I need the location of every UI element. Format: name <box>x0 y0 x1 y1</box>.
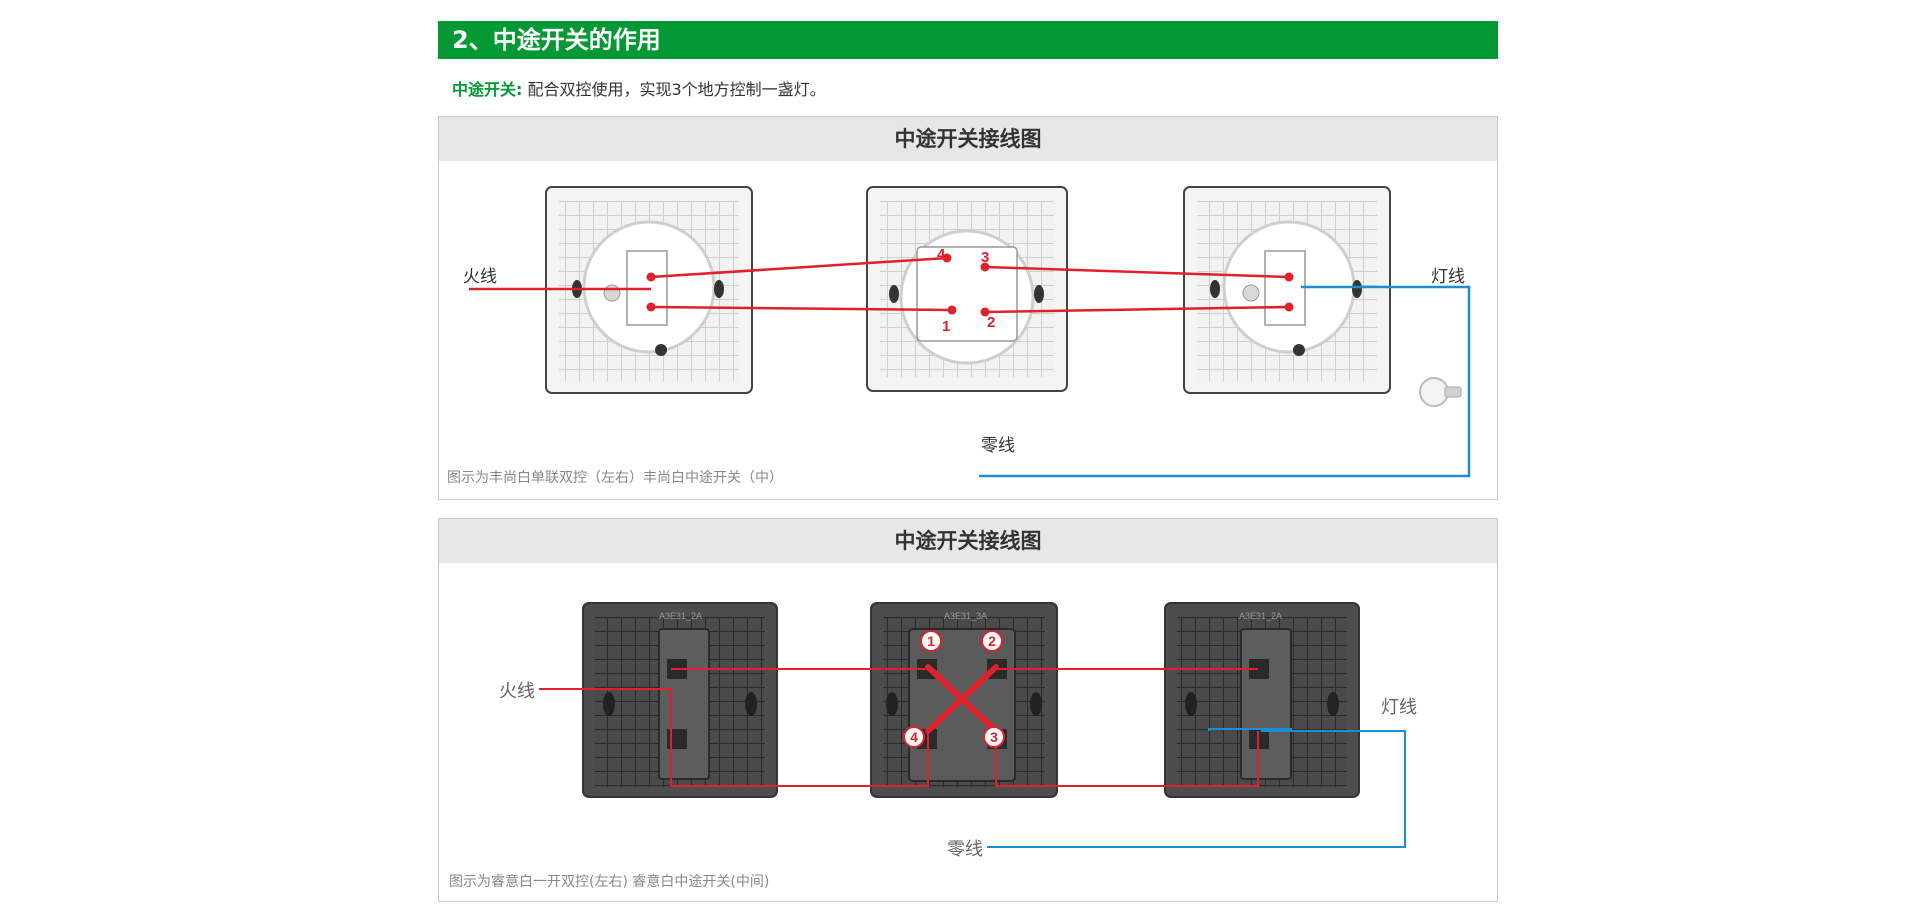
bulb-icon <box>1419 377 1462 407</box>
switch-left: A3E31_2A <box>582 602 778 798</box>
panel-title: 中途开关接线图 <box>439 117 1497 161</box>
terminal-number: 4 <box>910 729 918 745</box>
lamp-wire-label: 灯线 <box>1431 267 1465 287</box>
lamp-neutral-wires <box>987 728 1406 848</box>
intro-description: 配合双控使用，实现3个地方控制一盏灯。 <box>527 80 826 99</box>
model-label: A3E31_3A <box>944 611 987 621</box>
wiring-diagram-dark: A3E31_2A A3E31_3A A3E31_2A <box>539 602 1406 848</box>
terminal-dots <box>646 253 1294 317</box>
intro-text: 中途开关: 配合双控使用，实现3个地方控制一盏灯。 <box>452 76 826 100</box>
wiring-diagram-panel-white: 中途开关接线图 <box>438 116 1498 500</box>
terminal-number: 1 <box>942 318 950 335</box>
terminal-numbers: 4 3 1 2 <box>937 246 995 335</box>
wiring-diagram-panel-dark: 中途开关接线图 A3E31_2A <box>438 518 1498 902</box>
live-wire-label: 火线 <box>499 681 535 702</box>
switch-right: A3E31_2A <box>1164 602 1360 798</box>
panel-caption: 图示为丰尚白单联双控（左右）丰尚白中途开关（中） <box>447 470 783 486</box>
terminal-number: 2 <box>987 314 995 331</box>
live-wires <box>469 256 1290 314</box>
lamp-neutral-wires <box>979 285 1471 478</box>
panel-title: 中途开关接线图 <box>439 519 1497 563</box>
model-label: A3E31_2A <box>659 611 702 621</box>
switch-right <box>1183 186 1391 394</box>
section-title: 2、中途开关的作用 <box>438 21 1498 59</box>
terminal-number: 2 <box>988 633 996 649</box>
terminal-number: 1 <box>927 633 935 649</box>
terminal-number: 3 <box>990 729 998 745</box>
intro-keyword: 中途开关: <box>452 80 523 99</box>
panel-caption: 图示为睿意白一开双控(左右) 睿意白中途开关(中间) <box>449 874 770 890</box>
model-label: A3E31_2A <box>1239 611 1282 621</box>
terminal-badges: 1 2 4 3 <box>903 630 1005 748</box>
cross-wires <box>925 664 999 734</box>
live-wire-label: 火线 <box>463 267 497 287</box>
terminal-number: 3 <box>981 249 989 266</box>
neutral-wire-label: 零线 <box>981 436 1015 456</box>
terminal-number: 4 <box>937 246 946 263</box>
lamp-wire-label: 灯线 <box>1381 697 1417 718</box>
live-wires <box>539 668 1259 787</box>
switch-middle <box>866 186 1068 392</box>
wiring-diagram-white: 4 3 1 2 <box>469 186 1471 478</box>
neutral-wire-label: 零线 <box>947 839 983 860</box>
